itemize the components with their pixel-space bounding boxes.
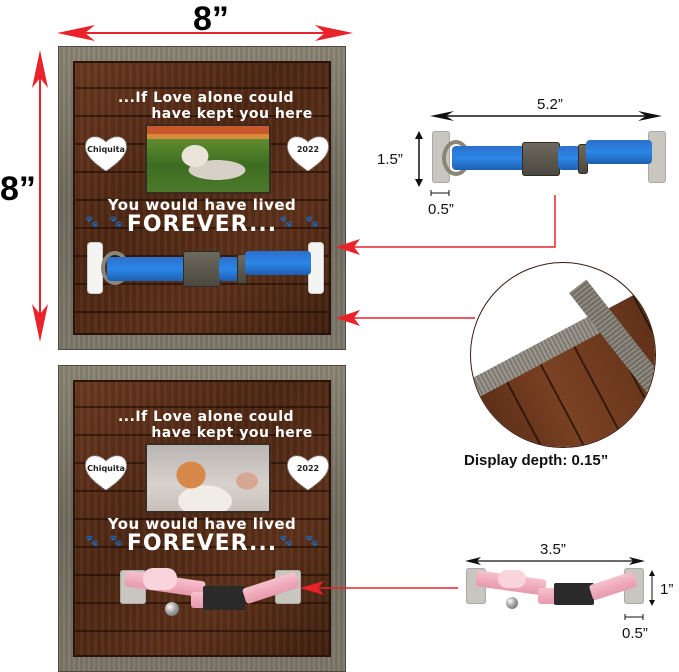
dog-photo bbox=[145, 124, 271, 194]
year-heart: 2022 bbox=[285, 452, 331, 492]
quote-line-3: You would have lived bbox=[107, 196, 297, 214]
spec-hanger-right bbox=[648, 131, 666, 183]
blue-hanger-width-label: 0.5” bbox=[428, 201, 454, 218]
pink-bow bbox=[143, 568, 177, 590]
height-dimension-label: 8” bbox=[0, 170, 36, 208]
paw-icon: 🐾 bbox=[279, 216, 293, 228]
pink-collar-width-label: 3.5” bbox=[540, 541, 566, 558]
bell-icon bbox=[506, 597, 518, 609]
quote-line-3: You would have lived bbox=[107, 515, 297, 533]
quote-line-2: have kept you here bbox=[151, 425, 313, 441]
paw-icon: 🐾 bbox=[85, 535, 99, 547]
paw-icon: 🐾 bbox=[279, 535, 293, 547]
heart-year-text: 2022 bbox=[296, 145, 320, 154]
quote-line-4: FOREVER... bbox=[126, 531, 278, 556]
width-arrow-icon bbox=[57, 25, 353, 41]
wood-background: ...If Love alone could have kept you her… bbox=[73, 61, 331, 335]
paw-icon: 🐾 bbox=[85, 216, 99, 228]
pink-collar-height-label: 1” bbox=[660, 581, 674, 598]
blue-collar-height-label: 1.5” bbox=[377, 151, 403, 168]
heart-name-text: Chiquita bbox=[87, 464, 125, 473]
spec-keeper bbox=[578, 144, 588, 174]
name-heart: Chiquita bbox=[83, 133, 129, 173]
cat-photo bbox=[145, 443, 271, 513]
spec-blue-collar-tail bbox=[586, 140, 652, 164]
blue-collar-tail bbox=[245, 251, 311, 275]
hanger-width-arrow-icon bbox=[624, 614, 644, 620]
width-dimension-label: 8” bbox=[193, 0, 229, 38]
spec-blue-collar-strap bbox=[558, 146, 580, 170]
heart-icon bbox=[287, 136, 329, 172]
collar-keeper bbox=[237, 254, 247, 284]
hanger-width-arrow-icon bbox=[430, 190, 450, 196]
collar-hanger-left bbox=[88, 243, 102, 293]
collar-hanger-right bbox=[309, 243, 323, 293]
heart-year-text: 2022 bbox=[296, 464, 320, 473]
collar-buckle bbox=[203, 586, 245, 610]
blue-collar-width-label: 5.2” bbox=[537, 96, 563, 113]
cat-memorial-frame: ...If Love alone could have kept you her… bbox=[58, 365, 346, 672]
heart-name-text: Chiquita bbox=[87, 145, 125, 154]
connector-arrow-icon bbox=[336, 195, 556, 326]
connector-arrow-icon bbox=[300, 581, 458, 595]
paw-icon: 🐾 bbox=[109, 535, 123, 547]
blue-collar-strap bbox=[219, 257, 239, 281]
pink-hanger-width-label: 0.5” bbox=[622, 625, 648, 642]
width-arrow-icon bbox=[430, 111, 662, 121]
height-arrow-icon bbox=[649, 570, 655, 606]
heart-icon bbox=[287, 455, 329, 491]
spec-buckle bbox=[522, 142, 560, 176]
frame-depth-closeup bbox=[470, 262, 656, 448]
heart-icon bbox=[85, 455, 127, 491]
paw-icon: 🐾 bbox=[305, 535, 319, 547]
spec-buckle bbox=[554, 583, 594, 605]
spec-pink-bow bbox=[498, 570, 526, 588]
wood-background: ...If Love alone could have kept you her… bbox=[73, 380, 331, 657]
name-heart: Chiquita bbox=[83, 452, 129, 492]
year-heart: 2022 bbox=[285, 133, 331, 173]
display-depth-label: Display depth: 0.15” bbox=[464, 452, 609, 469]
width-arrow-icon bbox=[465, 557, 645, 565]
collar-buckle bbox=[183, 251, 221, 287]
blue-collar bbox=[107, 257, 191, 281]
spec-blue-collar bbox=[452, 146, 528, 170]
paw-icon: 🐾 bbox=[109, 216, 123, 228]
bell-icon bbox=[165, 602, 179, 616]
paw-icon: 🐾 bbox=[305, 216, 319, 228]
quote-line-1: ...If Love alone could bbox=[117, 409, 295, 425]
quote-line-4: FOREVER... bbox=[126, 212, 278, 237]
dog-memorial-frame: ...If Love alone could have kept you her… bbox=[58, 46, 346, 350]
height-arrow-icon bbox=[32, 50, 48, 342]
quote-line-1: ...If Love alone could bbox=[117, 90, 295, 106]
height-arrow-icon bbox=[415, 131, 423, 187]
heart-icon bbox=[85, 136, 127, 172]
quote-line-2: have kept you here bbox=[151, 106, 313, 122]
